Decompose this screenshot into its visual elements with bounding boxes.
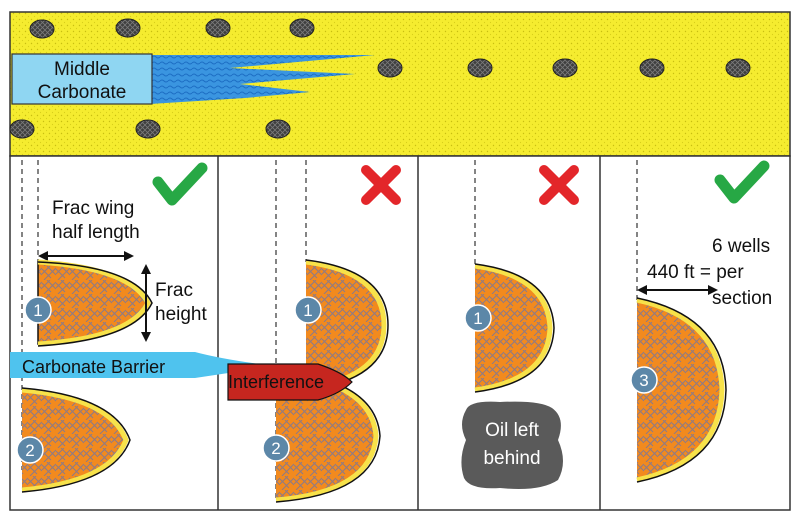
- well-number: 2: [271, 439, 280, 458]
- panel-3: 1 Oil left behind: [461, 160, 579, 489]
- middle-carbonate-label-2: Carbonate: [38, 82, 127, 103]
- well-number: 1: [473, 309, 482, 328]
- check-icon: [714, 160, 770, 204]
- frac-zone: [637, 300, 722, 480]
- well-marker-icon: 1: [294, 296, 322, 324]
- well-number: 2: [25, 441, 34, 460]
- middle-carbonate-label-box: [11, 53, 153, 105]
- middle-carbonate-label-1: Middle: [54, 59, 110, 80]
- cross-icon: [539, 165, 579, 205]
- panel-2: 1 Interference 2: [227, 160, 401, 503]
- perforation-markers: [9, 18, 751, 139]
- frac-height-label-2: height: [155, 304, 207, 325]
- panel-4: 6 wells 440 ft = per section 3: [630, 160, 772, 483]
- oil-left-behind-blob: [461, 401, 563, 489]
- frac-zone-lower: [22, 390, 126, 490]
- oil-left-label-1: Oil left: [485, 420, 540, 441]
- wells-label-1: 6 wells: [712, 236, 770, 257]
- interference-label: Interference: [228, 372, 324, 392]
- well-number: 3: [639, 371, 648, 390]
- well-number: 1: [303, 301, 312, 320]
- cross-icon: [361, 165, 401, 205]
- frac-wing-label-1: Frac wing: [52, 198, 134, 219]
- interference-zone: [227, 363, 353, 401]
- carbonate-barrier-label: Carbonate Barrier: [22, 357, 165, 377]
- well-number: 1: [33, 301, 42, 320]
- panel-1: Frac wing half length Frac height 1 Carb…: [10, 160, 275, 493]
- frac-height-arrow: [141, 264, 151, 342]
- well-marker-icon: 2: [16, 436, 44, 464]
- frac-zone: [475, 266, 550, 390]
- spacing-label: 440 ft = per: [647, 262, 744, 283]
- frac-zone-upper: [306, 262, 384, 388]
- half-length-arrow: [38, 251, 134, 261]
- spacing-arrow: [637, 285, 718, 295]
- frac-zone-lower: [276, 372, 376, 500]
- frac-fingers: [150, 55, 375, 104]
- frac-height-label-1: Frac: [155, 280, 193, 301]
- frac-wing-label-2: half length: [52, 222, 140, 243]
- well-marker-icon: 1: [24, 296, 52, 324]
- well-marker-icon: 2: [262, 434, 290, 462]
- carbonate-barrier: [10, 352, 275, 378]
- well-marker-icon: 1: [464, 304, 492, 332]
- well-marker-icon: 3: [630, 366, 658, 394]
- middle-carbonate-band: Middle Carbonate: [9, 11, 791, 157]
- wells-label-3: section: [712, 288, 772, 309]
- check-icon: [152, 162, 208, 206]
- oil-left-label-2: behind: [483, 448, 540, 469]
